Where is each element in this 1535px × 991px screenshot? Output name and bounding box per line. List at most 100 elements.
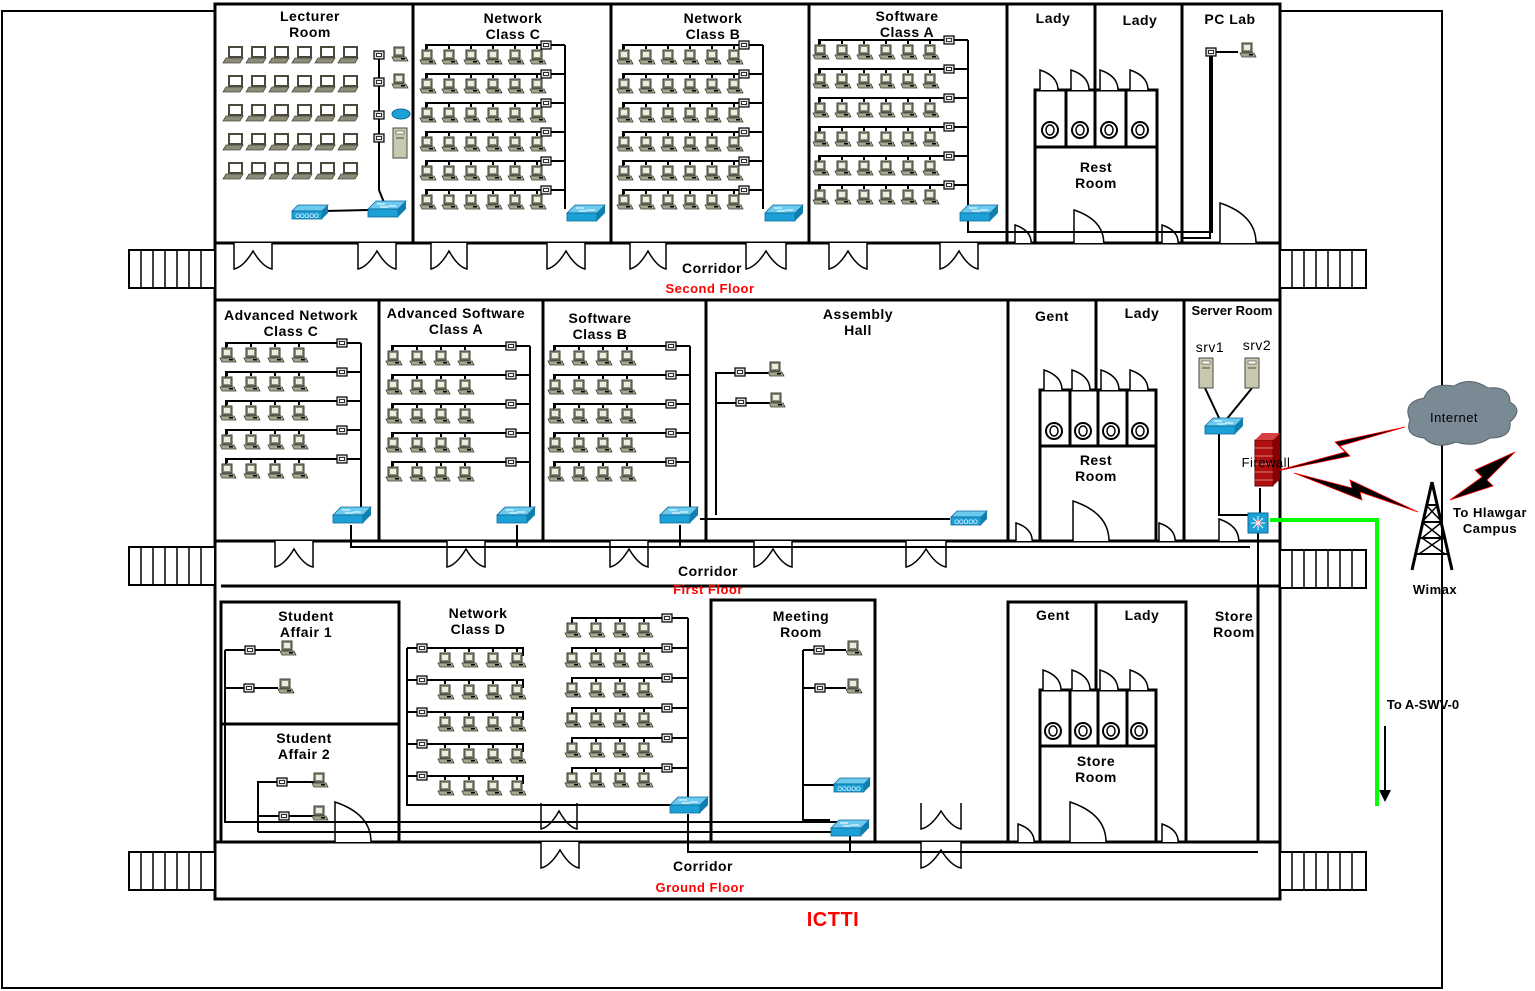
room-label-student-affair-2: Student Affair 2 <box>276 730 332 762</box>
advanced-network-class-c-wall-jack <box>336 396 348 406</box>
door-icon <box>1017 822 1035 843</box>
door-icon <box>920 842 962 869</box>
floor-label-ground: Ground Floor <box>655 880 745 895</box>
room-label-student-affair-1: Student Affair 1 <box>278 608 334 640</box>
network-class-c-wall-jack <box>540 40 552 50</box>
door-icon <box>745 243 787 270</box>
advanced-software-class-a-wall-jack <box>505 457 517 467</box>
stairs-ground-right <box>1279 851 1367 891</box>
network-class-b-wall-jack <box>738 156 750 166</box>
room-label-store-room: Store Room <box>1213 608 1255 640</box>
server-label-srv1: srv1 <box>1195 339 1225 355</box>
door-icon <box>1039 68 1059 91</box>
door-icon <box>1072 499 1110 542</box>
network-cable <box>324 209 369 212</box>
wall-jack <box>373 133 385 143</box>
advanced-software-class-a-switch-icon <box>496 506 536 524</box>
pclab-wall-jack <box>1205 47 1217 57</box>
advanced-software-class-a-wall-jack <box>505 370 517 380</box>
network-cable <box>687 814 1258 853</box>
network-class-b-wall-jack <box>738 127 750 137</box>
toilet-icon <box>1044 722 1062 740</box>
campus-link-label: To Hlawgar Campus <box>1452 505 1528 536</box>
toilet-icon <box>1130 722 1148 740</box>
door-icon <box>1069 800 1107 843</box>
stairs-first-right <box>1279 549 1367 589</box>
toilet-icon <box>1041 121 1059 139</box>
door-icon <box>1071 668 1091 691</box>
network-class-c-wall-jack <box>540 127 552 137</box>
software-class-b-wall-jack <box>665 457 677 467</box>
room-label-lecturer-room: Lecturer Room <box>279 8 341 40</box>
door-icon <box>1043 368 1063 391</box>
advanced-software-class-a-wall-jack <box>505 341 517 351</box>
meeting-hub-icon <box>833 777 871 794</box>
door-icon <box>1129 368 1149 391</box>
room-label-rest-room-2f: Rest Room <box>1075 159 1117 191</box>
door-icon <box>1218 517 1240 542</box>
toilet-icon <box>1074 722 1092 740</box>
wimax-label: Wimax <box>1412 582 1458 597</box>
server-icon-srv1 <box>1198 357 1214 389</box>
door-icon <box>1158 521 1176 542</box>
internet-label: Internet <box>1429 410 1479 425</box>
arrow-down-icon <box>1379 790 1391 802</box>
door-icon <box>1219 201 1257 244</box>
door-icon <box>828 243 868 270</box>
network-cable <box>802 650 830 821</box>
software-class-a-wall-jack <box>943 64 955 74</box>
network-class-b-wall-jack <box>738 98 750 108</box>
assembly-wall-jack <box>734 367 746 377</box>
network-class-b-wall-jack <box>738 69 750 79</box>
internet-cloud-icon <box>1407 381 1518 446</box>
wall-jack <box>661 673 673 683</box>
lecturer-server-icon <box>392 127 408 159</box>
advanced-network-class-c-wall-jack <box>336 338 348 348</box>
door-icon <box>1015 521 1033 542</box>
toilet-icon <box>1100 121 1118 139</box>
software-class-b-switch-icon <box>659 506 699 524</box>
wall-jack <box>661 763 673 773</box>
network-cable <box>406 648 688 806</box>
wall-jack <box>243 683 255 693</box>
wall-jack <box>814 683 826 693</box>
door-icon <box>1070 68 1090 91</box>
assembly-wall-jack <box>735 397 747 407</box>
room-label-lady-2: Lady <box>1122 12 1158 28</box>
multilayer-switch-icon <box>367 200 407 218</box>
network-class-c-wall-jack <box>540 69 552 79</box>
corridor-label-2f: Corridor <box>682 260 742 276</box>
stairs-first-left <box>128 546 216 586</box>
wireless-link-wimax <box>1293 472 1419 513</box>
door-icon <box>629 243 667 270</box>
door-icon <box>546 243 586 270</box>
server-switch-icon <box>1204 417 1244 435</box>
room-label-rest-room-1f: Rest Room <box>1075 452 1117 484</box>
door-icon <box>1100 368 1120 391</box>
door-icon <box>1099 668 1119 691</box>
stairs-second-left <box>128 249 216 289</box>
door-icon <box>1073 208 1105 244</box>
software-class-b-wall-jack <box>665 428 677 438</box>
network-class-c-wall-jack <box>540 185 552 195</box>
floor-label-first: First Floor <box>673 582 743 597</box>
network-cable <box>378 55 386 206</box>
wall-jack <box>661 643 673 653</box>
room-label-network-class-c: Network Class C <box>483 10 543 42</box>
wireless-link-internet <box>1271 426 1406 473</box>
toilet-icon <box>1045 422 1063 440</box>
door-icon <box>920 803 962 830</box>
room-label-software-class-b: Software Class B <box>568 310 632 342</box>
corridor-label-gf: Corridor <box>673 858 733 874</box>
room-label-lady-gf: Lady <box>1124 607 1160 623</box>
wall-jack <box>278 811 290 821</box>
firewall-icon <box>1254 433 1280 487</box>
room-label-network-class-b: Network Class B <box>683 10 743 42</box>
toilet-icon <box>1102 422 1120 440</box>
uplink-cable <box>1270 518 1379 806</box>
network-cable <box>1225 387 1253 421</box>
door-icon <box>1042 668 1062 691</box>
wall-jack <box>813 645 825 655</box>
wall-jack <box>276 777 288 787</box>
